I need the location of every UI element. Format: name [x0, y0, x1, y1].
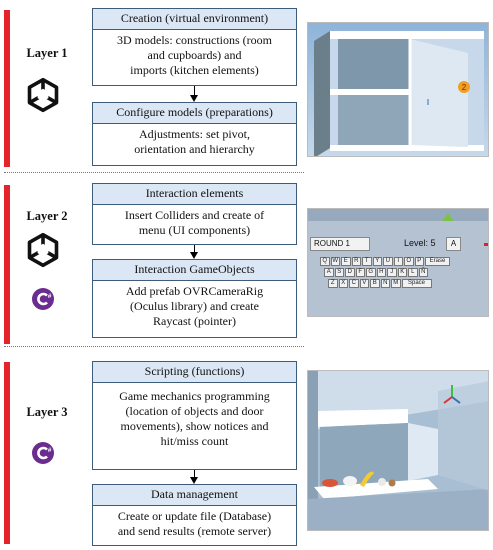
keyboard-key[interactable]: M [391, 279, 401, 288]
keyboard-key[interactable]: I [393, 257, 403, 266]
unity-logo-icon [27, 232, 59, 268]
keyboard-key[interactable]: Z [328, 279, 338, 288]
keyboard-key[interactable]: Erase [425, 257, 450, 266]
step-scripting-line: hit/miss count [160, 434, 229, 448]
layer-2-bar [4, 185, 10, 344]
keyboard-key[interactable]: B [370, 279, 380, 288]
step-interaction-elements-body: Insert Colliders and create of menu (UI … [93, 205, 296, 242]
flow-arrow-head [190, 95, 198, 102]
step-creation-line: imports (kitchen elements) [130, 63, 259, 77]
keyboard-key[interactable]: K [397, 268, 407, 277]
layer-1-label: Layer 1 [26, 46, 68, 60]
csharp-logo-icon: # [32, 288, 54, 310]
room-render: 2 [308, 23, 488, 156]
keyboard-key[interactable]: S [334, 268, 344, 277]
letter-text: A [450, 239, 457, 248]
step-interaction-gameobjects-title: Interaction GameObjects [93, 260, 296, 281]
keyboard-key[interactable]: X [338, 279, 348, 288]
step-creation-line: and cupboards) and [147, 48, 242, 62]
keyboard-key[interactable]: O [404, 257, 414, 266]
step-scripting: Scripting (functions) Game mechanics pro… [92, 361, 297, 470]
step-scripting-line: movements), show notices and [120, 419, 269, 433]
keyboard-key[interactable]: G [366, 268, 376, 277]
keyboard-key[interactable]: P [414, 257, 424, 266]
step-configure-models-line: Adjustments: set pivot, [139, 127, 250, 141]
keyboard-key[interactable]: R [351, 257, 361, 266]
step-data-management-line: and send results (remote server) [117, 524, 272, 538]
step-data-management-line: Create or update file (Database) [117, 509, 272, 523]
step-scripting-line: Game mechanics programming [119, 389, 270, 403]
screenshot-badge: 2 [462, 83, 467, 92]
level-text: Level: 5 [404, 238, 436, 248]
step-interaction-elements-line: Insert Colliders and create of [124, 208, 265, 222]
keyboard-key[interactable]: L [408, 268, 418, 277]
keyboard-key[interactable]: D [345, 268, 355, 277]
round-display: ROUND 1 [310, 237, 370, 251]
step-scripting-title: Scripting (functions) [93, 362, 296, 383]
letter-box: A [446, 237, 461, 251]
layer-1-bar [4, 10, 10, 167]
step-data-management-body: Create or update file (Database) and sen… [93, 506, 296, 543]
keyboard-key[interactable]: F [355, 268, 365, 277]
step-configure-models-line: orientation and hierarchy [134, 142, 255, 156]
keyboard-key[interactable]: Q [320, 257, 330, 266]
keyboard-key[interactable]: V [359, 279, 369, 288]
step-scripting-line: (location of objects and door [125, 404, 264, 418]
layer-divider [4, 172, 304, 173]
step-creation-line: 3D models: constructions (room [117, 33, 272, 47]
flow-arrow-line [194, 86, 195, 96]
step-creation: Creation (virtual environment) 3D models… [92, 8, 297, 86]
layer-2-label: Layer 2 [26, 209, 68, 223]
step-interaction-elements-title: Interaction elements [93, 184, 296, 205]
flow-arrow-head [190, 252, 198, 259]
flow-arrow-line [194, 470, 195, 478]
svg-text:#: # [48, 293, 52, 300]
csharp-logo-icon: # [32, 442, 54, 464]
keyboard-key[interactable]: A [324, 268, 334, 277]
step-configure-models: Configure models (preparations) Adjustme… [92, 102, 297, 166]
keyboard-key[interactable]: Space [401, 279, 432, 288]
step-interaction-elements: Interaction elements Insert Colliders an… [92, 183, 297, 245]
keyboard-key[interactable]: N [380, 279, 390, 288]
keyboard-key[interactable]: Y [372, 257, 382, 266]
layer-3-bar [4, 362, 10, 544]
step-interaction-gameobjects: Interaction GameObjects Add prefab OVRCa… [92, 259, 297, 338]
step-configure-models-title: Configure models (preparations) [93, 103, 296, 124]
svg-text:#: # [48, 447, 52, 454]
step-interaction-gameobjects-line: Raycast (pointer) [153, 314, 236, 328]
layer-3-label: Layer 3 [26, 405, 68, 419]
step-data-management-title: Data management [93, 485, 296, 506]
keyboard-key[interactable]: H [376, 268, 386, 277]
unity-logo-icon [27, 77, 59, 113]
step-creation-body: 3D models: constructions (room and cupbo… [93, 30, 296, 82]
step-interaction-gameobjects-line: (Oculus library) and create [130, 299, 259, 313]
screenshot-game-scene [307, 370, 489, 531]
step-scripting-body: Game mechanics programming (location of … [93, 383, 296, 453]
screenshot-3d-room: 2 [307, 22, 489, 157]
step-data-management: Data management Create or update file (D… [92, 484, 297, 546]
flow-arrow-head [190, 477, 198, 484]
game-scene-render [308, 371, 488, 530]
keyboard-key[interactable]: Ñ [418, 268, 428, 277]
keyboard-key[interactable]: W [330, 257, 340, 266]
keyboard-key[interactable]: J [387, 268, 397, 277]
layer-divider [4, 346, 304, 347]
step-configure-models-body: Adjustments: set pivot, orientation and … [93, 124, 296, 161]
step-interaction-gameobjects-body: Add prefab OVRCameraRig (Oculus library)… [93, 281, 296, 333]
keyboard-key[interactable]: U [383, 257, 393, 266]
step-interaction-gameobjects-line: Add prefab OVRCameraRig [125, 284, 264, 298]
step-creation-title: Creation (virtual environment) [93, 9, 296, 30]
keyboard-key[interactable]: E [341, 257, 351, 266]
keyboard-key[interactable]: T [362, 257, 372, 266]
keyboard-key[interactable]: C [349, 279, 359, 288]
flow-arrow-line [194, 245, 195, 253]
step-interaction-elements-line: menu (UI components) [138, 223, 251, 237]
round-text: ROUND 1 [314, 239, 351, 248]
